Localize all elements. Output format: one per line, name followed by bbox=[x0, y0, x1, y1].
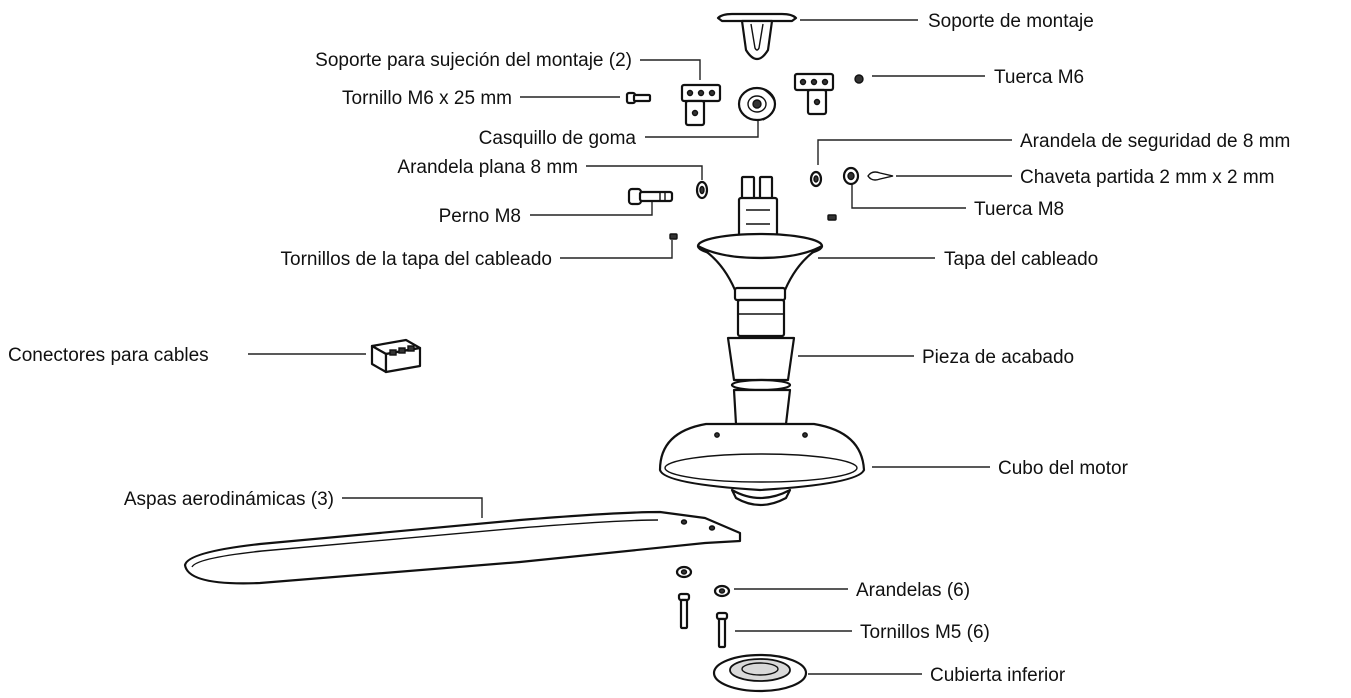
attachment-bracket-left bbox=[680, 83, 722, 127]
label-tuerca-m8: Tuerca M8 bbox=[974, 199, 1064, 220]
mounting-bracket bbox=[716, 12, 798, 61]
m5-screw-right bbox=[715, 611, 729, 649]
label-arandela-seguridad: Arandela de seguridad de 8 mm bbox=[1020, 131, 1290, 152]
rubber-bushing bbox=[737, 86, 777, 122]
labels: Soporte de montaje Soporte para sujeción… bbox=[8, 11, 1290, 686]
label-chaveta: Chaveta partida 2 mm x 2 mm bbox=[1020, 167, 1274, 188]
leader-lines bbox=[248, 19, 1012, 675]
label-arandelas: Arandelas (6) bbox=[856, 580, 970, 601]
wiring-cover-screw bbox=[669, 233, 678, 240]
leader-aspas bbox=[342, 497, 483, 518]
leader-tornillos-tapa bbox=[560, 240, 673, 259]
label-soporte-sujecion: Soporte para sujeción del montaje (2) bbox=[315, 50, 632, 71]
downrod-pin bbox=[827, 214, 837, 221]
washer-right bbox=[713, 584, 731, 598]
wire-connector bbox=[370, 338, 422, 374]
leader-arandela-plana bbox=[586, 165, 703, 180]
label-tornillos-m5: Tornillos M5 (6) bbox=[860, 622, 990, 643]
label-conectores: Conectores para cables bbox=[8, 345, 209, 366]
motor-hub bbox=[658, 422, 866, 507]
label-tuerca-m6: Tuerca M6 bbox=[994, 67, 1084, 88]
m6-nut bbox=[854, 74, 864, 84]
leader-soporte-sujecion bbox=[640, 59, 701, 80]
label-cubo-motor: Cubo del motor bbox=[998, 458, 1129, 479]
aerodynamic-blade bbox=[183, 510, 742, 585]
label-cubierta-inferior: Cubierta inferior bbox=[930, 665, 1066, 686]
washer-left bbox=[675, 565, 693, 579]
label-soporte-montaje: Soporte de montaje bbox=[928, 11, 1094, 32]
leader-arandela-seguridad bbox=[817, 139, 1012, 165]
bottom-cover bbox=[712, 653, 808, 693]
wiring-cover bbox=[696, 232, 824, 302]
label-tapa-cableado: Tapa del cableado bbox=[944, 249, 1098, 270]
label-aspas: Aspas aerodinámicas (3) bbox=[124, 489, 334, 510]
m8-nut bbox=[842, 166, 860, 186]
label-arandela-plana: Arandela plana 8 mm bbox=[397, 157, 578, 178]
cotter-pin bbox=[867, 171, 894, 181]
leader-casquillo bbox=[645, 120, 759, 138]
label-perno-m8: Perno M8 bbox=[439, 206, 521, 227]
label-tornillo-m6: Tornillo M6 x 25 mm bbox=[342, 88, 512, 109]
m6-screw bbox=[625, 91, 652, 105]
flat-washer bbox=[695, 180, 709, 200]
attachment-bracket-right bbox=[793, 72, 835, 116]
leader-tuerca-m8 bbox=[851, 182, 966, 209]
m5-screw-left bbox=[677, 592, 691, 630]
lock-washer bbox=[809, 170, 823, 188]
finishing-piece bbox=[726, 298, 796, 426]
m8-bolt bbox=[627, 187, 674, 206]
label-tornillos-tapa: Tornillos de la tapa del cableado bbox=[281, 249, 552, 270]
leader-perno-m8 bbox=[530, 202, 653, 216]
label-pieza-acabado: Pieza de acabado bbox=[922, 347, 1074, 368]
label-casquillo: Casquillo de goma bbox=[479, 128, 637, 149]
